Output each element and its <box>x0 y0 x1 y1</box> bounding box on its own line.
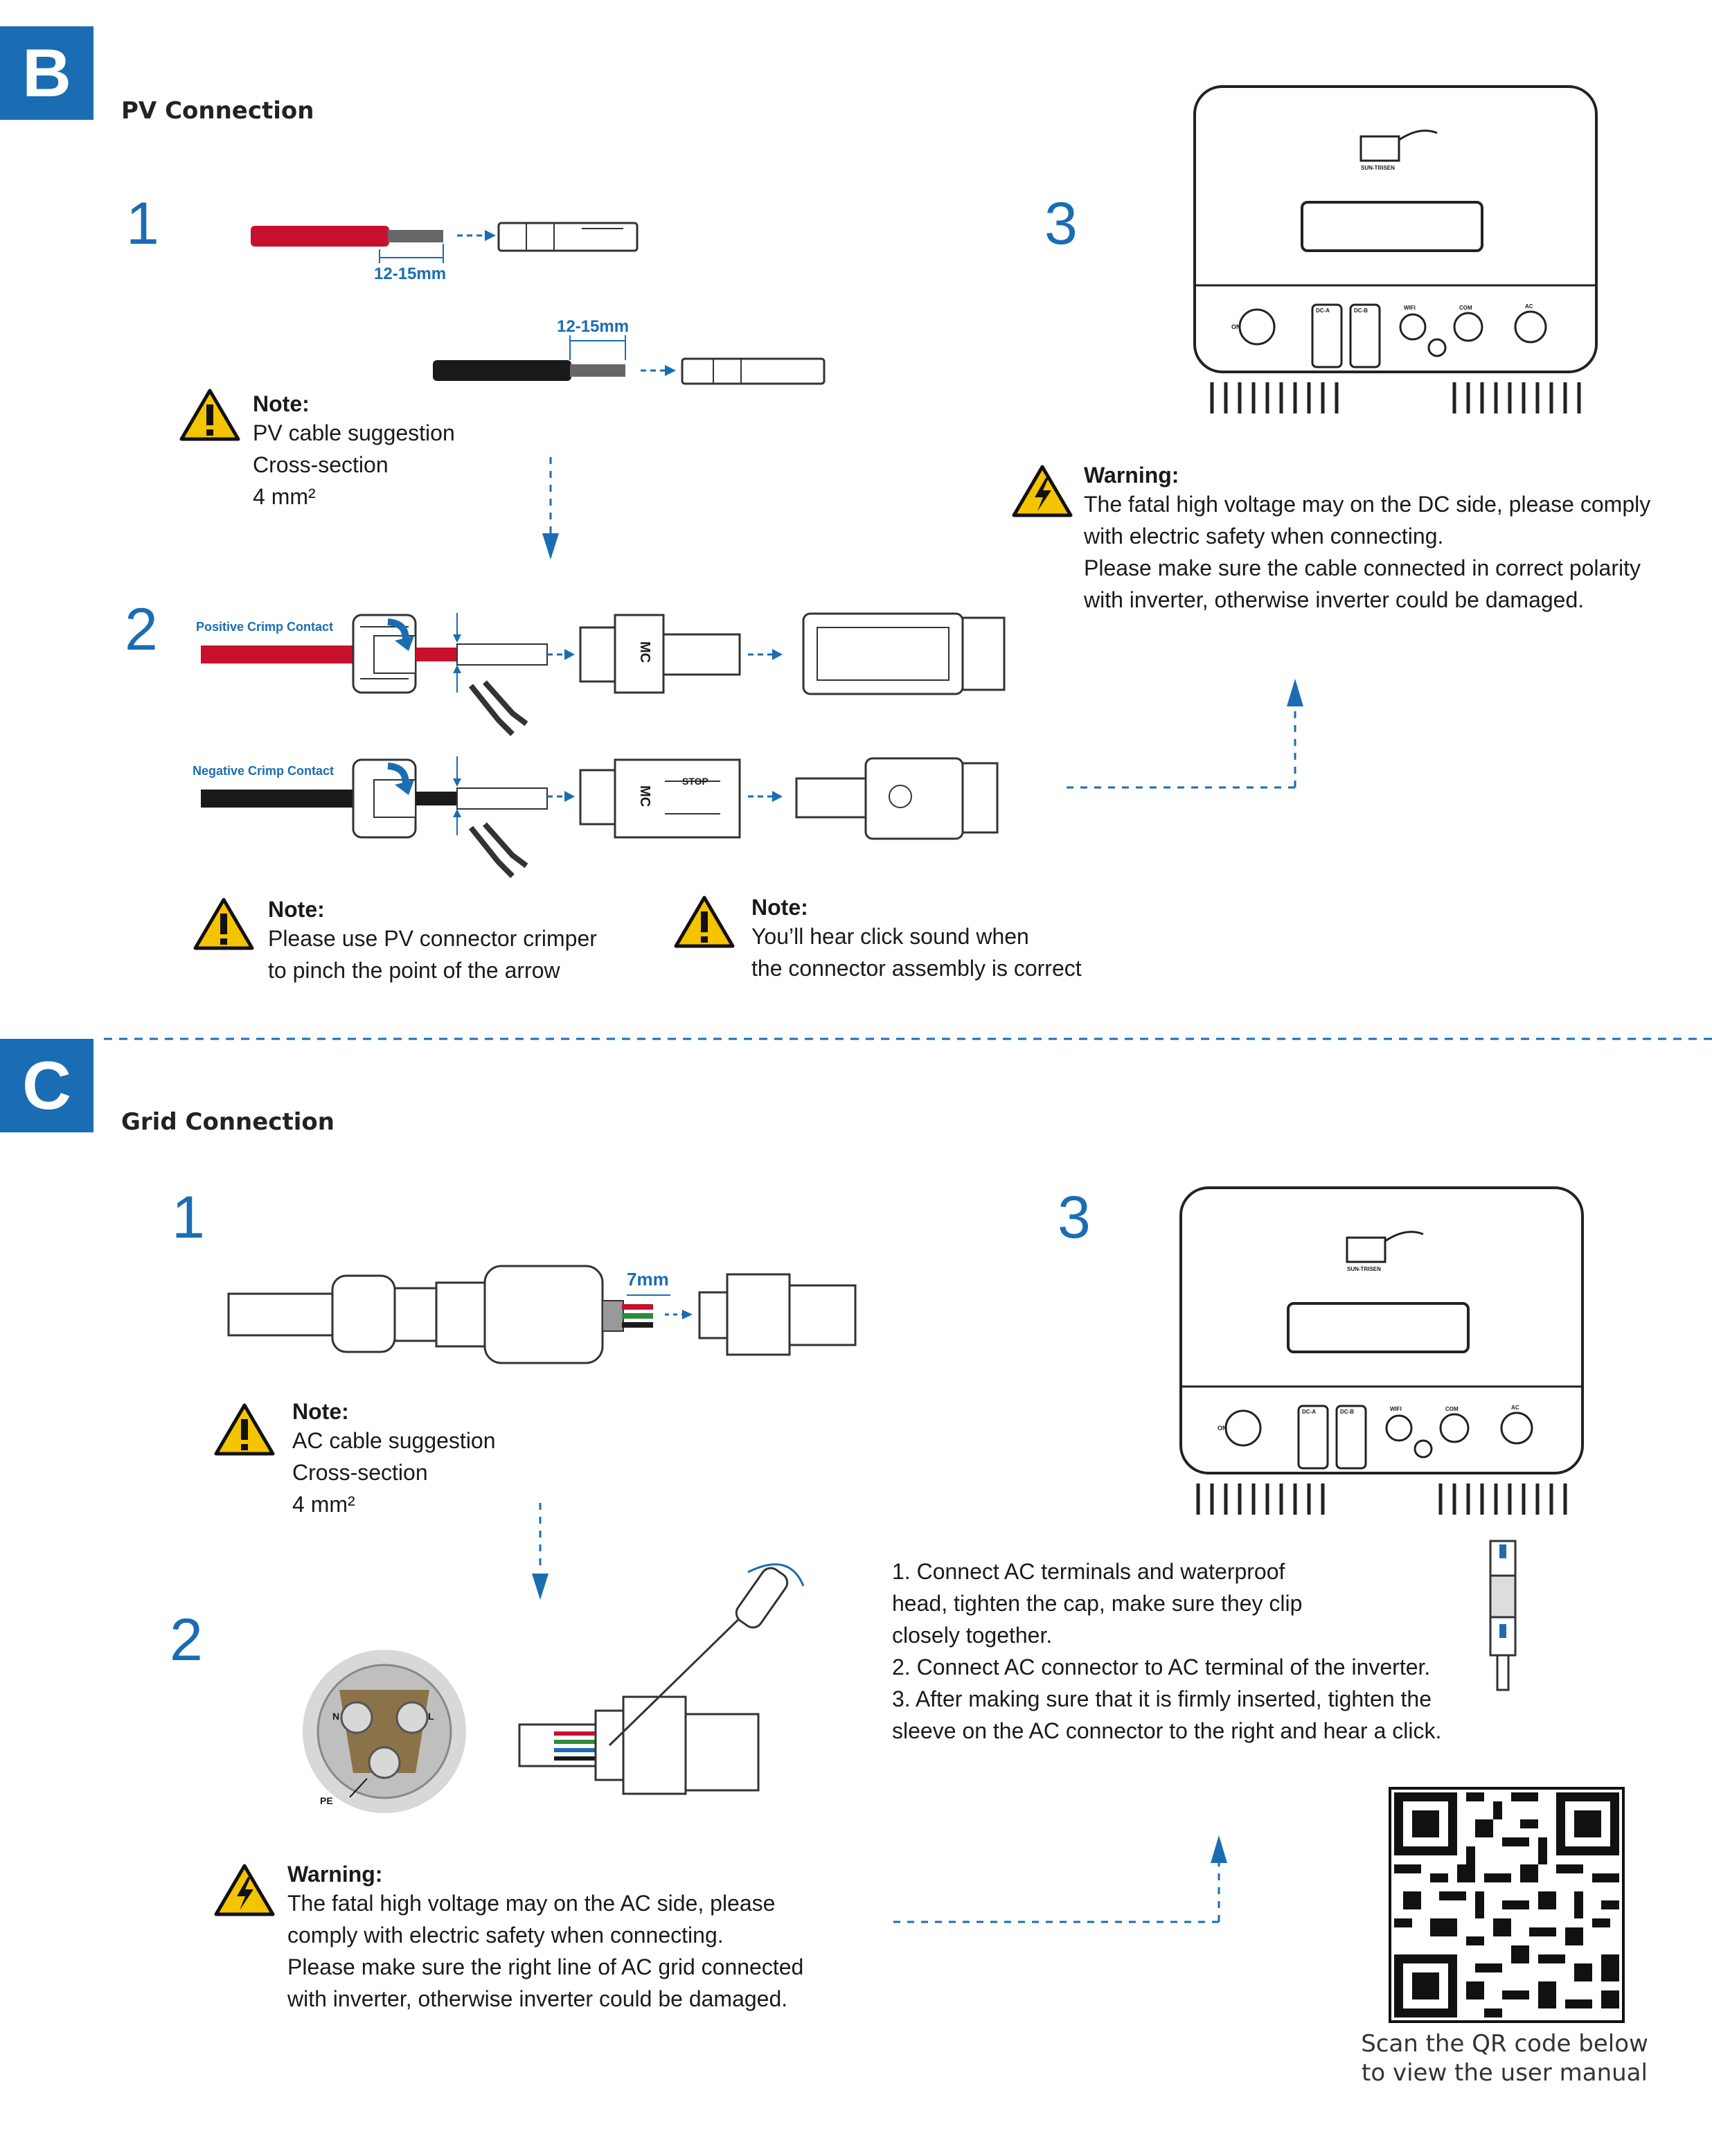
port-label-dcb: DC-B <box>1340 1409 1354 1415</box>
ac-instructions: 1. Connect AC terminals and waterproof h… <box>892 1556 1441 1747</box>
section-b-title: PV Connection <box>121 97 314 125</box>
warning-title: Warning: <box>1084 463 1179 488</box>
note-warning-icon <box>193 898 254 950</box>
note-line: You’ll hear click sound when <box>751 924 1029 949</box>
terminal-label-pe: PE <box>320 1795 333 1806</box>
warning-line: Please make sure the right line of AC gr… <box>287 1954 804 1979</box>
instruction-line: sleeve on the AC connector to the right … <box>892 1718 1442 1743</box>
pv-dim-label-2: 12-15mm <box>557 317 630 336</box>
port-label-com: COM <box>1459 305 1472 311</box>
inverter-illustration-b: SUN-TRISEN ON DC-A DC-B WIFI COM AC <box>1191 84 1600 417</box>
warning-line: with electric safety when connecting. <box>1084 524 1444 549</box>
connector-stop-mark: STOP <box>682 776 708 787</box>
brand-logo-text: SUN-TRISEN <box>1347 1266 1381 1272</box>
warning-line: The fatal high voltage may on the AC sid… <box>287 1891 776 1916</box>
section-c-badge: C <box>0 1039 93 1132</box>
note-line: AC cable suggestion <box>292 1428 496 1453</box>
instruction-line: head, tighten the cap, make sure they cl… <box>892 1591 1303 1616</box>
port-label-ac: AC <box>1511 1405 1519 1411</box>
port-label-ac: AC <box>1525 303 1533 310</box>
warning-line: comply with electric safety when connect… <box>287 1923 724 1948</box>
note-warning-icon <box>674 896 735 948</box>
note-title: Note: <box>268 897 325 922</box>
note-title: Note: <box>292 1399 349 1424</box>
note-line: Cross-section <box>292 1460 428 1485</box>
negative-crimp-label: Negative Crimp Contact <box>193 764 335 778</box>
note-line: Please use PV connector crimper <box>268 926 597 951</box>
port-label-wifi: WIFI <box>1390 1406 1402 1412</box>
section-c-title: Grid Connection <box>121 1108 335 1136</box>
pv-step-1: 1 <box>126 190 159 257</box>
port-label-wifi: WIFI <box>1404 305 1416 311</box>
pv-cable-note: Note: PV cable suggestion Cross-section … <box>253 391 455 513</box>
port-label-on: ON <box>1218 1425 1227 1432</box>
warning-line: with inverter, otherwise inverter could … <box>287 1986 788 2011</box>
note-line: the connector assembly is correct <box>751 956 1082 981</box>
pv-step-2: 2 <box>125 596 158 663</box>
qr-caption-line: to view the user manual <box>1362 2059 1648 2087</box>
grid-step-3: 3 <box>1058 1184 1091 1251</box>
click-sound-note: Note: You’ll hear click sound when the c… <box>751 895 1082 984</box>
terminal-label-n: N <box>332 1711 340 1722</box>
brand-logo-text: SUN-TRISEN <box>1361 165 1395 171</box>
port-label-dcb: DC-B <box>1354 308 1368 314</box>
port-label-com: COM <box>1445 1406 1459 1412</box>
positive-crimp-label: Positive Crimp Contact <box>196 620 334 634</box>
pv-step-3: 3 <box>1044 190 1078 257</box>
ac-strip-length-label: 7mm <box>627 1269 669 1290</box>
instruction-line: 3. After making sure that it is firmly i… <box>892 1686 1432 1711</box>
port-label-dca: DC-A <box>1316 308 1330 314</box>
grid-step-2: 2 <box>170 1607 203 1673</box>
note-warning-icon <box>214 1403 275 1456</box>
note-line: PV cable suggestion <box>253 420 455 445</box>
section-b-badge: B <box>0 26 93 120</box>
instruction-line: 2. Connect AC connector to AC terminal o… <box>892 1655 1431 1680</box>
note-line: Cross-section <box>253 452 389 477</box>
instruction-line: 1. Connect AC terminals and waterproof <box>892 1559 1285 1584</box>
ac-warning: Warning: The fatal high voltage may on t… <box>287 1862 803 2015</box>
qr-caption: Scan the QR code below to view the user … <box>1350 2029 1659 2087</box>
note-title: Note: <box>253 391 310 416</box>
high-voltage-warning-icon <box>1012 465 1073 517</box>
warning-line: Please make sure the cable connected in … <box>1084 555 1641 580</box>
warning-line: The fatal high voltage may on the DC sid… <box>1084 492 1651 517</box>
port-label-on: ON <box>1231 323 1241 330</box>
dc-warning: Warning: The fatal high voltage may on t… <box>1084 463 1650 616</box>
note-line: 4 mm² <box>253 484 316 509</box>
note-title: Note: <box>751 895 808 920</box>
note-line: to pinch the point of the arrow <box>268 958 560 983</box>
qr-code[interactable] <box>1389 1787 1625 2023</box>
terminal-label-l: L <box>428 1711 434 1722</box>
port-label-dca: DC-A <box>1302 1409 1316 1415</box>
warning-title: Warning: <box>287 1862 383 1887</box>
ac-cable-note: Note: AC cable suggestion Cross-section … <box>292 1399 496 1520</box>
grid-step-1: 1 <box>172 1184 205 1251</box>
high-voltage-warning-icon <box>214 1864 275 1916</box>
crimper-note: Note: Please use PV connector crimper to… <box>268 897 597 986</box>
inverter-illustration-c: SUN-TRISEN ON DC-A DC-B WIFI COM AC <box>1177 1186 1586 1518</box>
pv-dim-label-1: 12-15mm <box>374 265 447 283</box>
note-warning-icon <box>179 389 240 441</box>
warning-line: with inverter, otherwise inverter could … <box>1084 587 1585 612</box>
note-line: 4 mm² <box>292 1492 355 1517</box>
qr-caption-line: Scan the QR code below <box>1361 2030 1648 2058</box>
instruction-line: closely together. <box>892 1623 1053 1648</box>
